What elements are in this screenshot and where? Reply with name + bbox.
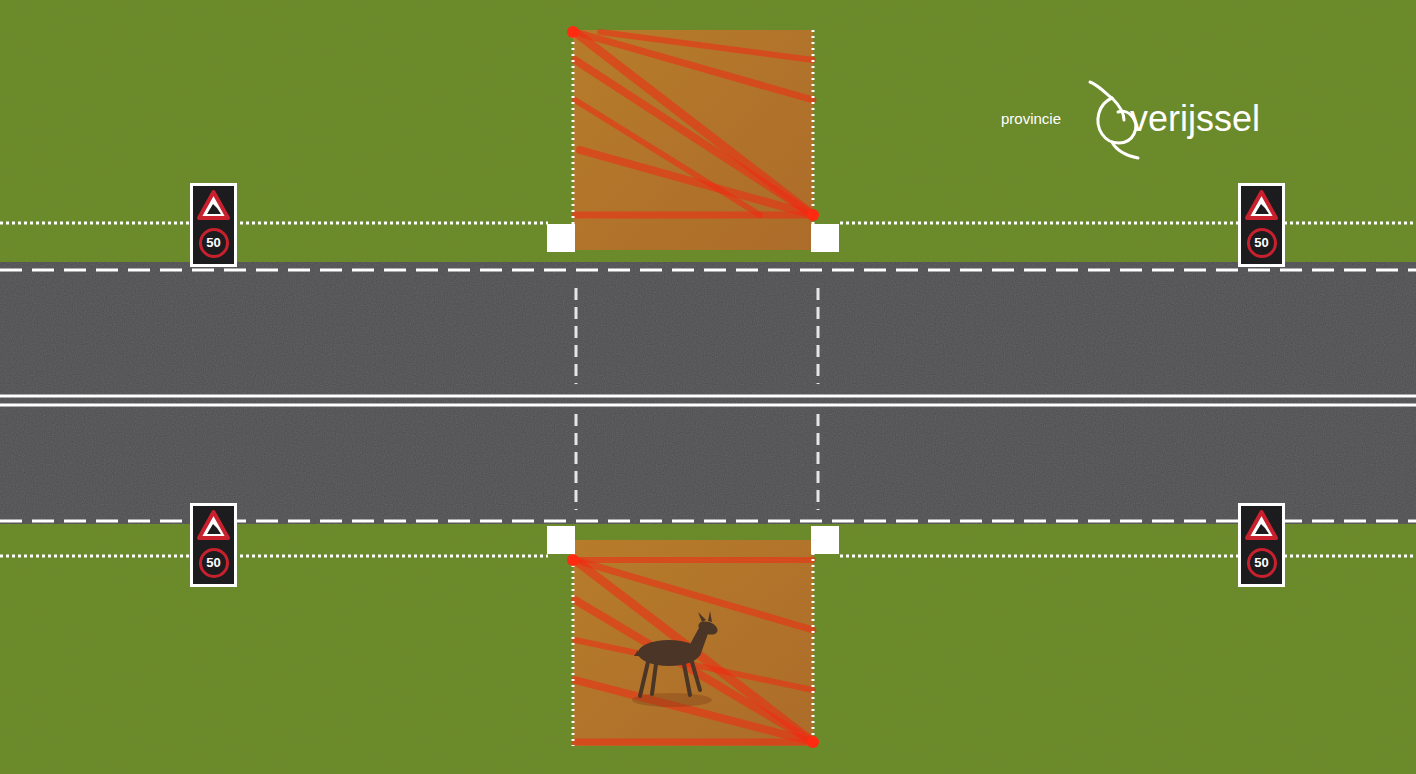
warning-triangle: [193, 506, 234, 546]
logo-text: provincie: [1001, 110, 1061, 127]
speed-limit: 50: [1247, 228, 1277, 258]
warning-triangle: [1241, 506, 1282, 546]
warning-sign: 50: [1238, 183, 1285, 267]
warning-triangle: [193, 186, 234, 226]
speed-limit: 50: [1247, 548, 1277, 578]
speed-limit: 50: [199, 228, 229, 258]
warning-sign: 50: [190, 503, 237, 587]
logo-text: verijssel: [1130, 98, 1260, 140]
speed-limit: 50: [199, 548, 229, 578]
deer: [632, 611, 719, 707]
warning-triangle: [1241, 186, 1282, 226]
warning-sign: 50: [190, 183, 237, 267]
road: [0, 262, 1416, 524]
sensor-post: [547, 224, 839, 554]
warning-sign: 50: [1238, 503, 1285, 587]
